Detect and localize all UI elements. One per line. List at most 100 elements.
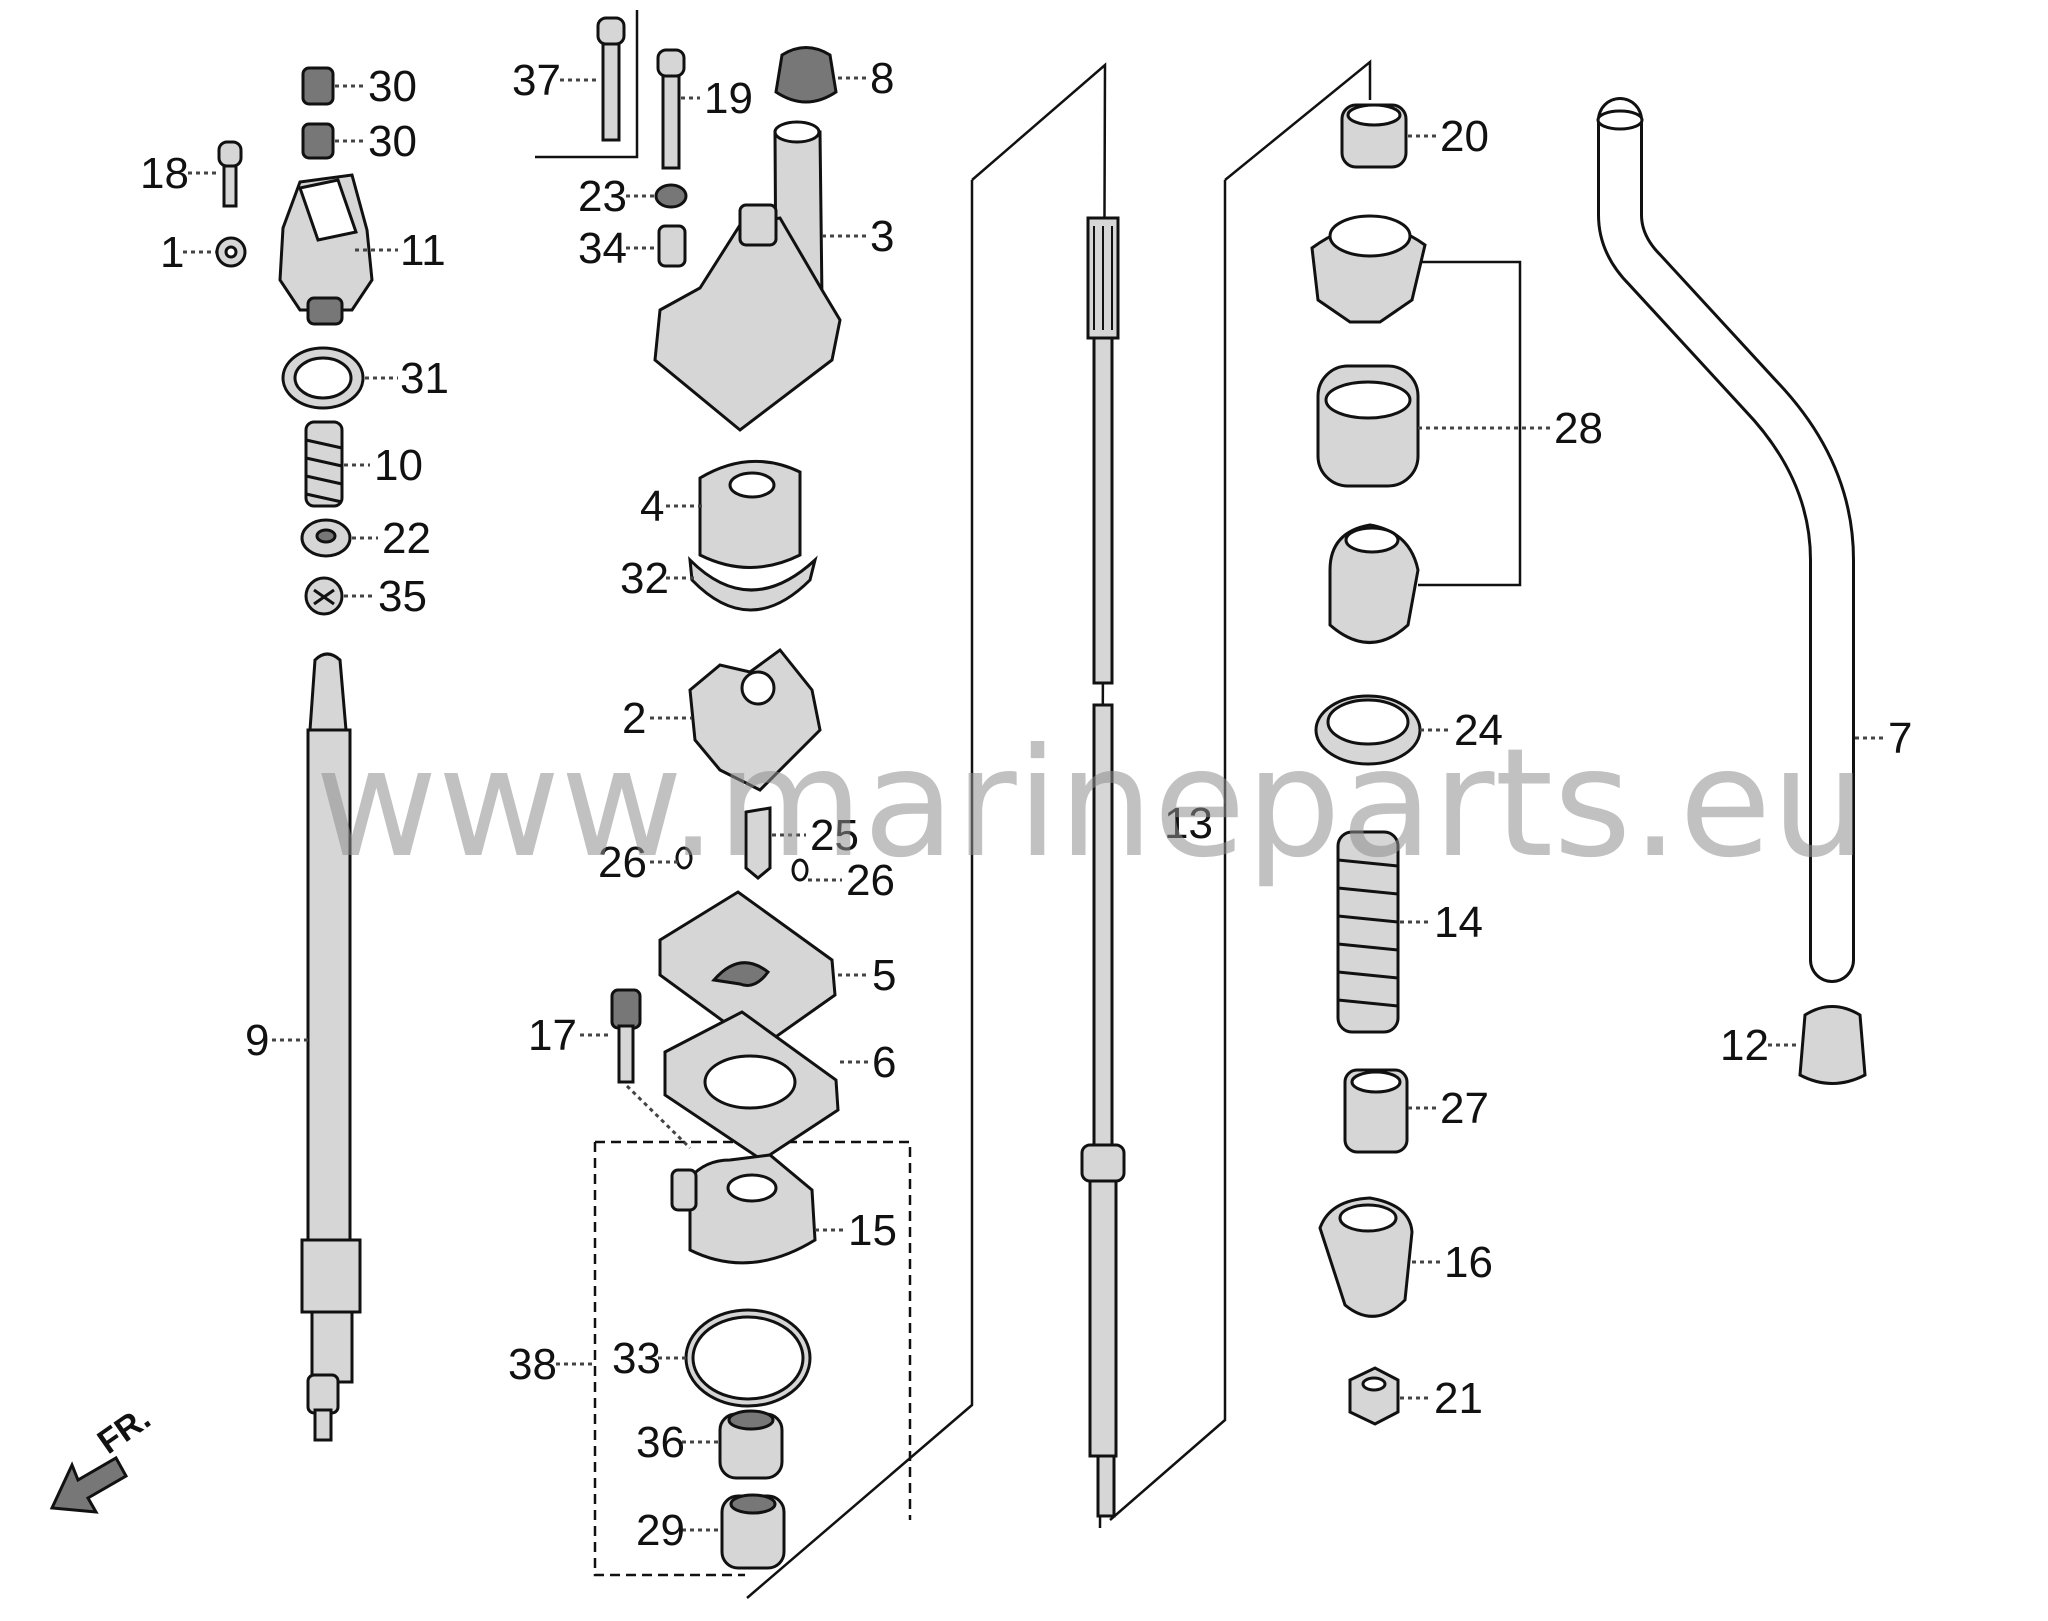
washer-1-hole: [224, 245, 238, 259]
callout-35: 35: [378, 572, 427, 621]
callout-5: 5: [872, 951, 896, 1000]
callout-17: 17: [528, 1011, 577, 1060]
washer-22-hole: [315, 528, 337, 544]
key-25: [744, 806, 772, 880]
front-direction-arrow: [49, 1455, 129, 1514]
pin-26-left: [675, 846, 693, 870]
clip-35-mark: [313, 588, 335, 606]
callout-10: 10: [374, 441, 423, 490]
callout-13: 13: [1164, 799, 1213, 848]
grommet-8: [774, 46, 838, 104]
pin-26-right: [791, 858, 809, 882]
shaft-13-tip: [1096, 1454, 1116, 1518]
callout-29: 29: [636, 1506, 685, 1555]
callout-numbers: 30 30 18 1 11 31 10 22 35 9 37 19 23 34 …: [140, 54, 1912, 1555]
bolt-17-leader: [625, 1084, 692, 1150]
callout-14: 14: [1434, 898, 1483, 947]
callout-9: 9: [245, 1016, 269, 1065]
plate-5-port: [711, 961, 771, 987]
frame-gears-left: [1109, 180, 1227, 1521]
shaft-13-collar: [1080, 1143, 1126, 1183]
bolt-37-head: [596, 16, 626, 46]
bushing-27-bore: [1350, 1070, 1402, 1094]
grommet-12: [1798, 1005, 1867, 1085]
callout-23: 23: [578, 172, 627, 221]
callout-11: 11: [400, 226, 446, 275]
pump-housing-upper-nozzle: [738, 203, 778, 247]
gear-28-lower: [1328, 523, 1420, 644]
housing-11-vane: [298, 178, 358, 242]
callout-19: 19: [704, 74, 753, 123]
pump-housing-upper: [653, 216, 842, 432]
watermark-text: www.marineparts.eu: [315, 717, 1867, 891]
bolt-19-shank: [661, 74, 681, 170]
callout-30-lower: 30: [368, 117, 417, 166]
bolt-18-head: [217, 140, 243, 168]
callout-7: 7: [1888, 714, 1912, 763]
callout-15: 15: [848, 1206, 897, 1255]
housing-11-stem: [306, 296, 344, 326]
shaft-13-end: [1088, 1179, 1118, 1458]
callout-26-left: 26: [598, 838, 647, 887]
callout-25: 25: [810, 811, 859, 860]
callout-6: 6: [872, 1038, 896, 1087]
bolt-37-shank: [601, 42, 621, 142]
bolt-18-shank: [222, 164, 238, 208]
bearing-20-bore: [1346, 103, 1402, 127]
spring-10: [304, 420, 344, 508]
seal-36-face: [727, 1409, 775, 1431]
o-ring-33-hole: [691, 1315, 805, 1401]
callout-16: 16: [1444, 1238, 1493, 1287]
callout-31: 31: [400, 354, 449, 403]
shaft-9: [300, 652, 362, 1442]
callout-20: 20: [1440, 112, 1489, 161]
drive-shaft-13: [1080, 216, 1126, 1518]
frame-gears-top: [1224, 59, 1372, 181]
spring-14: [1336, 830, 1400, 1034]
pump-housing-4-bore: [728, 471, 776, 499]
callout-26-right: 26: [846, 856, 895, 905]
o-ring-31-hole: [293, 356, 353, 400]
gear-parts: [1310, 103, 1427, 1426]
sleeve-34: [657, 224, 687, 268]
callout-27: 27: [1440, 1084, 1489, 1133]
seal-29-face: [729, 1493, 777, 1515]
nut-30-upper: [301, 66, 335, 106]
callout-33: 33: [612, 1334, 661, 1383]
callout-36: 36: [636, 1418, 685, 1467]
nut-21: [1348, 1366, 1400, 1426]
callout-30-upper: 30: [368, 62, 417, 111]
housing-15: [670, 1153, 817, 1265]
callout-22: 22: [382, 514, 431, 563]
callout-37: 37: [512, 56, 561, 105]
frame-shaft-13-left: [746, 180, 974, 1599]
bearing-28-race-bore: [1324, 380, 1412, 420]
callout-24: 24: [1454, 706, 1503, 755]
callout-2: 2: [622, 694, 646, 743]
nut-30-lower: [301, 122, 335, 160]
gasket-32: [688, 555, 818, 612]
washer-23: [654, 183, 688, 209]
bolt-17-shank: [617, 1024, 635, 1084]
callout-1: 1: [160, 228, 184, 277]
water-pump-parts: [596, 16, 842, 1570]
gear-28-lower-face: [1344, 526, 1400, 554]
gear-28-upper-face: [1328, 214, 1412, 258]
frame-37-bracket: [535, 10, 639, 159]
callout-4: 4: [640, 482, 664, 531]
impeller-2: [688, 647, 822, 792]
pinion-16-face: [1338, 1203, 1398, 1233]
frame-28-bracket: [1418, 260, 1522, 587]
bolt-19-head: [656, 48, 686, 78]
callout-3: 3: [870, 212, 894, 261]
nut-21-hole: [1361, 1376, 1387, 1392]
tube-3-end: [773, 120, 821, 144]
callout-28: 28: [1554, 404, 1603, 453]
callout-8: 8: [870, 54, 894, 103]
callout-21: 21: [1434, 1374, 1483, 1423]
callout-12: 12: [1720, 1021, 1769, 1070]
callout-38: 38: [508, 1340, 557, 1389]
water-tube-7: [1596, 97, 1867, 1085]
ring-24-hole: [1326, 698, 1410, 746]
